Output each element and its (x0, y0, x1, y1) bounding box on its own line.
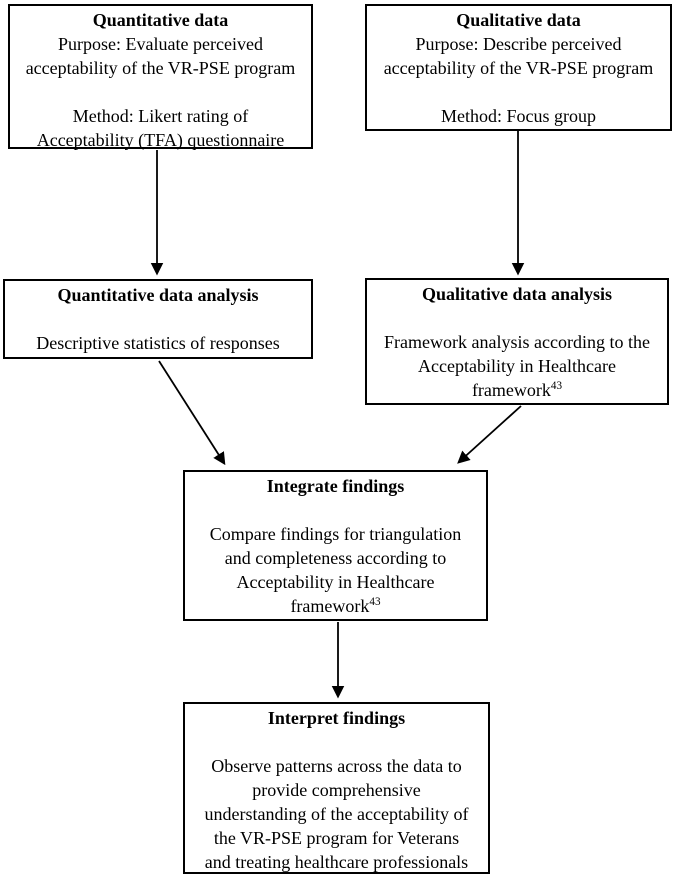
text-line (185, 498, 486, 522)
text-line (10, 80, 311, 104)
box-quantitative-data: Quantitative data Purpose: Evaluate perc… (8, 4, 313, 152)
text-line: and completeness according to (224, 548, 447, 568)
text-line (367, 80, 670, 104)
box-qualitative-data-analysis: Qualitative data analysis Framework anal… (365, 278, 669, 405)
text-line (367, 306, 667, 330)
box-body: Purpose: Describe perceived acceptability… (367, 32, 670, 128)
text-line: Method: Likert rating of (72, 106, 249, 126)
arrow-qual-analysis-to-integrate (457, 405, 522, 464)
box-title: Quantitative data (92, 10, 229, 30)
text-line (185, 730, 488, 754)
text-line: Compare findings for triangulation (209, 524, 462, 544)
text-line: framework43 (290, 596, 381, 616)
box-title: Qualitative data (456, 10, 581, 30)
arrow-quant-analysis-to-integrate (158, 360, 226, 466)
box-interpret-findings: Interpret findings Observe patterns acro… (183, 702, 490, 874)
text-line: Method: Focus group (441, 106, 596, 126)
text-line: Descriptive statistics of responses (36, 333, 280, 353)
box-qualitative-data: Qualitative data Purpose: Describe perce… (365, 4, 672, 131)
box-body: Compare findings for triangulation and co… (185, 498, 486, 618)
text-line: framework43 (471, 380, 563, 400)
box-body: Descriptive statistics of responses (5, 307, 311, 355)
text-line: Framework analysis according to the (384, 332, 650, 352)
text-line: provide comprehensive (252, 780, 421, 800)
text-line: the VR-PSE program for Veterans (213, 828, 460, 848)
text-line: and treating healthcare professionals (204, 852, 469, 872)
box-title: Quantitative data analysis (57, 285, 259, 305)
text-line: understanding of the acceptability of (204, 804, 469, 824)
box-body: Observe patterns across the data to provi… (185, 730, 488, 874)
text-line: Purpose: Evaluate perceived (58, 34, 263, 54)
text-line: Acceptability in Healthcare (418, 356, 616, 376)
text-line: Acceptability (TFA) questionnaire (36, 130, 285, 150)
box-title: Interpret findings (267, 708, 406, 728)
text-line: acceptability of the VR-PSE program (383, 58, 654, 78)
text-line (5, 307, 311, 331)
box-title: Qualitative data analysis (421, 284, 613, 304)
box-integrate-findings: Integrate findings Compare findings for … (183, 470, 488, 621)
box-quantitative-data-analysis: Quantitative data analysis Descriptive s… (3, 279, 313, 359)
text-line: Observe patterns across the data to (211, 756, 462, 776)
text-line: Acceptability in Healthcare (236, 572, 435, 592)
box-title: Integrate findings (266, 476, 405, 496)
text-line: acceptability of the VR-PSE program (25, 58, 296, 78)
text-line: Purpose: Describe perceived (415, 34, 622, 54)
box-body: Purpose: Evaluate perceived acceptability… (10, 32, 311, 152)
